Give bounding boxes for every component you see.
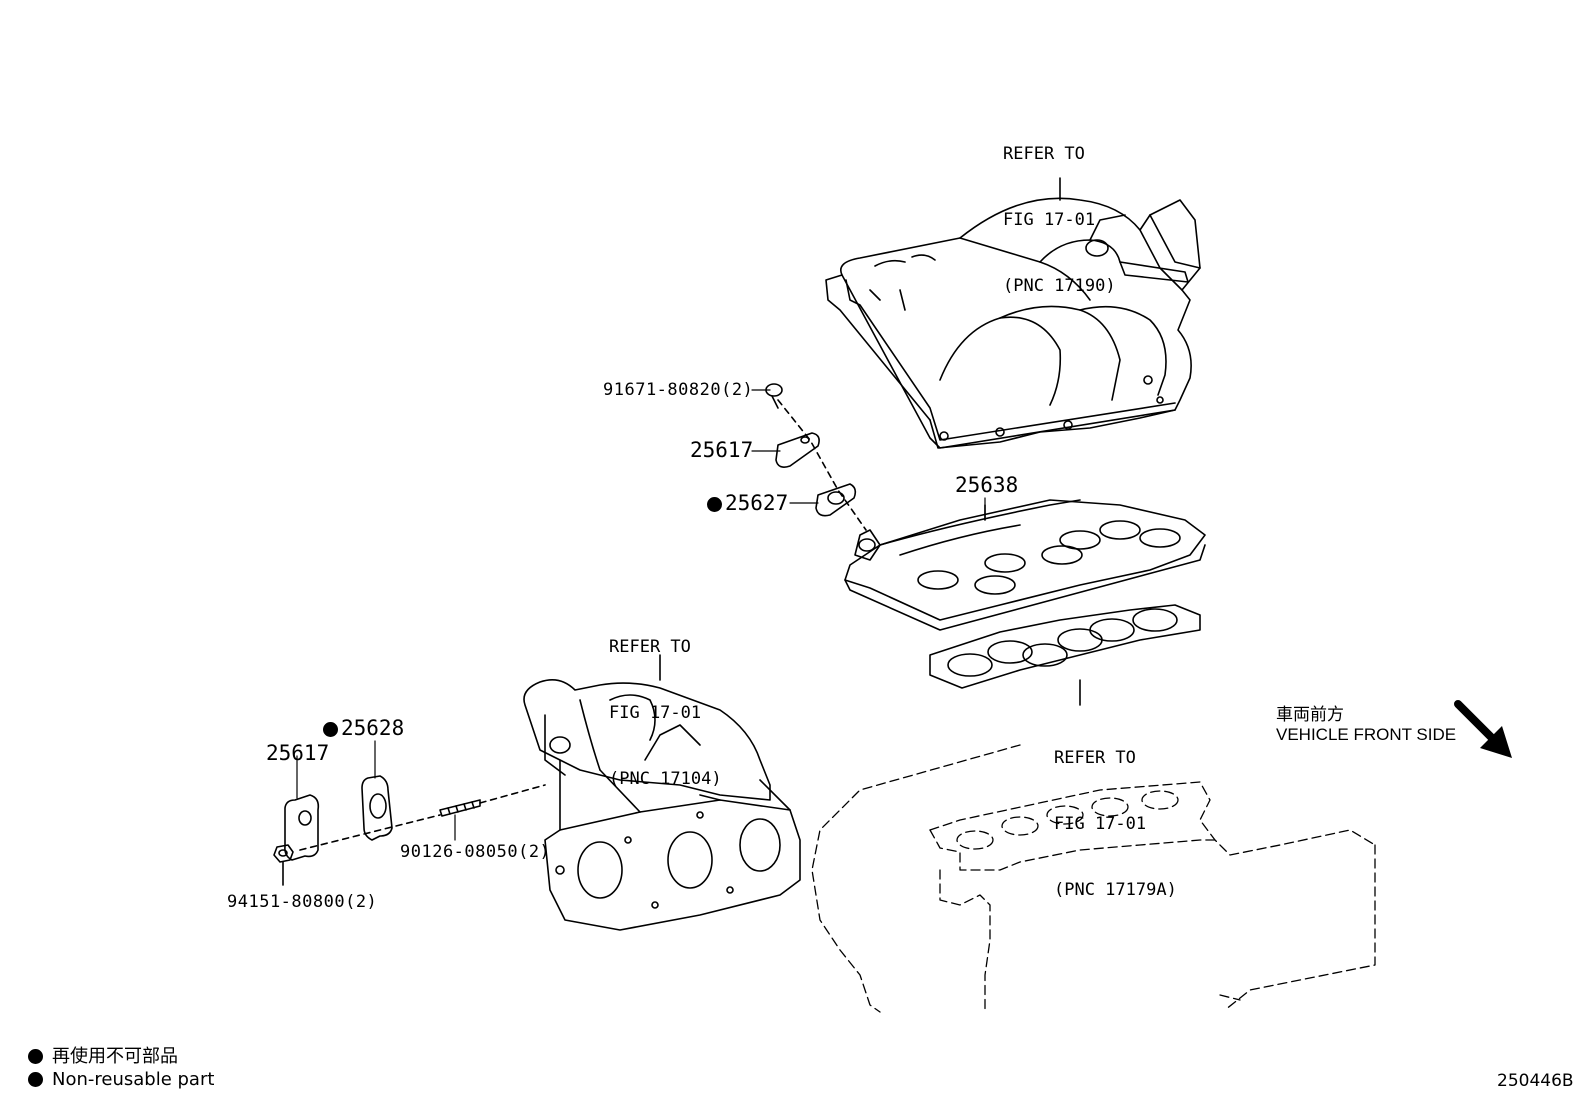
ref-line: REFER TO (1003, 144, 1085, 164)
part-number: 25627 (725, 491, 789, 515)
figure-id: 250446B (1497, 1071, 1574, 1091)
intake-manifold-upper (825, 177, 1201, 449)
ref-line: FIG 17-01 (1003, 210, 1096, 230)
egr-spacer-25638 (844, 499, 1206, 631)
part-label-plate-lower: 25617 (266, 741, 330, 765)
non-reusable-dot-icon (323, 722, 338, 737)
non-reusable-dot-icon (28, 1072, 43, 1087)
front-arrow-icon (1454, 700, 1512, 758)
egr-plate-upper (775, 432, 820, 468)
ref-line: REFER TO (1054, 748, 1136, 768)
stud (439, 799, 481, 817)
bolt-upper (765, 383, 783, 409)
ref-line: FIG 17-01 (1054, 814, 1147, 834)
engine-block-phantom (811, 744, 1376, 1013)
dashed-axis-lower (299, 784, 546, 851)
egr-gasket-lower (361, 775, 393, 841)
part-label-egr-spacer: 25638 (955, 473, 1019, 497)
ref-gasket: REFER TO FIG 17-01 (PNC 17179A) (1054, 703, 1177, 923)
ref-line: (PNC 17104) (609, 769, 722, 789)
part-label-stud: 90126-08050(2) (400, 842, 551, 862)
part-number: 25628 (341, 716, 405, 740)
exhaust-manifold (523, 654, 801, 931)
direction-jp: 車両前方 (1276, 705, 1344, 725)
part-label-gasket-upper: 25627 (707, 492, 788, 514)
ref-line: REFER TO (609, 637, 691, 657)
part-label-gasket-lower: 25628 (323, 717, 404, 739)
legend-text: 再使用不可部品 (52, 1046, 178, 1067)
legend-jp: 再使用不可部品 (28, 1042, 178, 1068)
intake-gasket (929, 604, 1201, 706)
part-label-bolt-upper: 91671-80820(2) (603, 380, 754, 400)
non-reusable-dot-icon (28, 1049, 43, 1064)
non-reusable-dot-icon (707, 497, 722, 512)
legend-en: Non-reusable part (28, 1069, 214, 1090)
leader-lines (296, 389, 986, 841)
ref-line: FIG 17-01 (609, 703, 702, 723)
ref-line: (PNC 17190) (1003, 276, 1116, 296)
direction-en: VEHICLE FRONT SIDE (1276, 725, 1457, 744)
ref-exhaust-manifold: REFER TO FIG 17-01 (PNC 17104) (609, 592, 722, 812)
egr-plate-lower (284, 794, 320, 861)
egr-gasket-upper (815, 483, 857, 517)
dashed-axis-upper (777, 399, 867, 531)
part-label-plate-upper: 25617 (690, 438, 754, 462)
ref-intake-upper: REFER TO FIG 17-01 (PNC 17190) (1003, 99, 1116, 319)
nut (273, 844, 294, 886)
ref-line: (PNC 17179A) (1054, 880, 1177, 900)
legend-text: Non-reusable part (52, 1069, 215, 1090)
part-label-nut: 94151-80800(2) (227, 892, 378, 912)
